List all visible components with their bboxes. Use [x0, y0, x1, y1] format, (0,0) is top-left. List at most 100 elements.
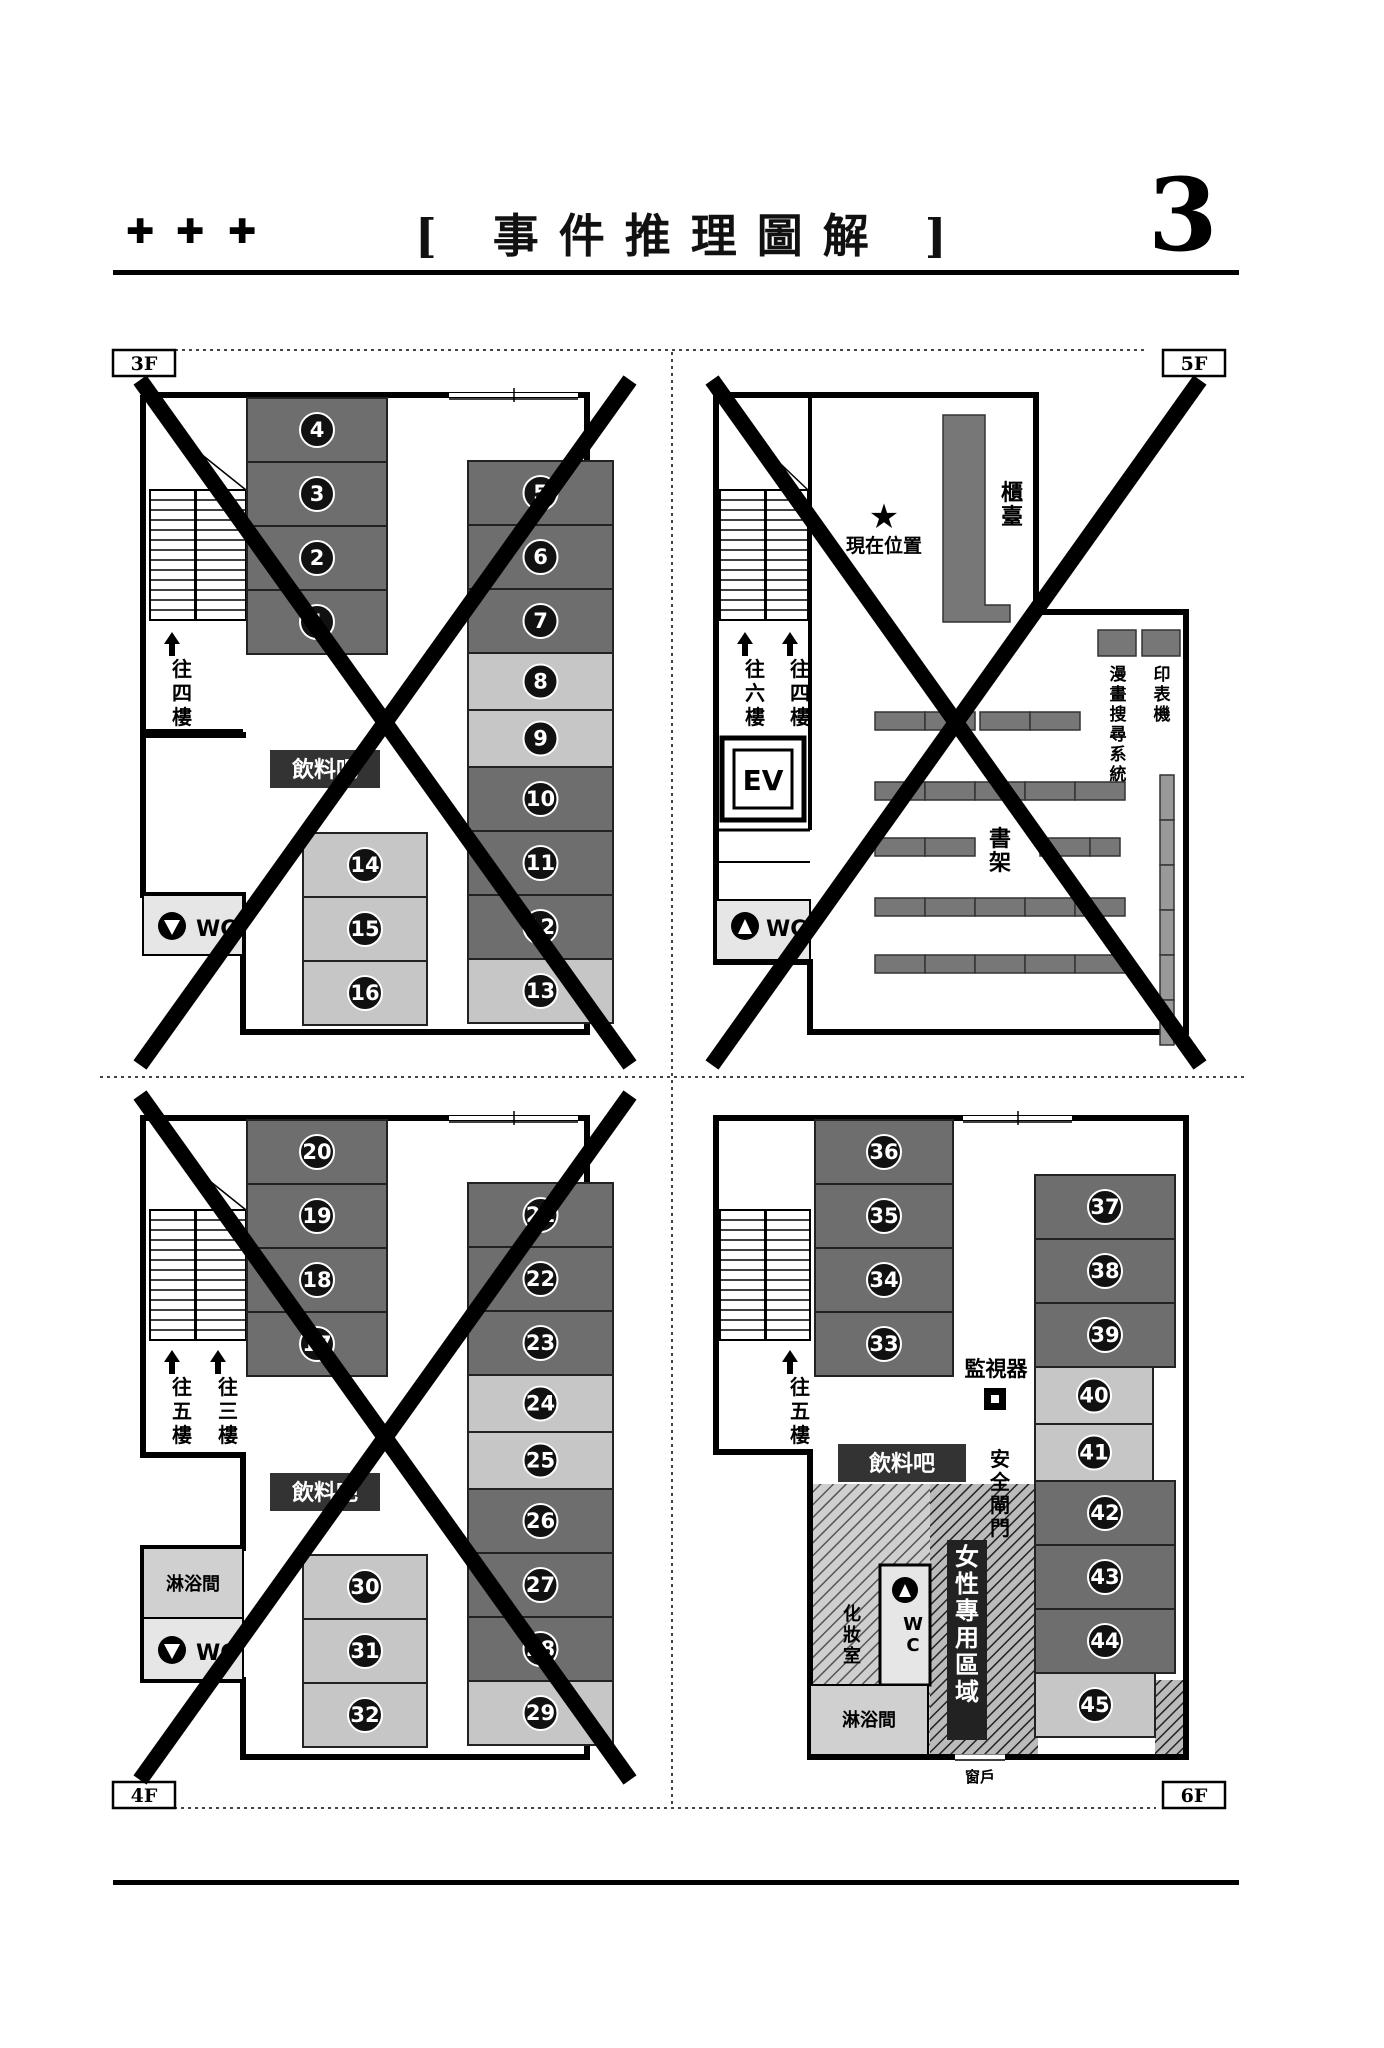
room-number-badge: [866, 1198, 902, 1234]
drink-bar-label: 飲料吧: [868, 1451, 935, 1477]
bookshelf-unit: [874, 711, 926, 731]
top-rule: [113, 270, 1239, 275]
room-number: 37: [1090, 1195, 1119, 1219]
room-number: 45: [1080, 1693, 1109, 1717]
room-number: 35: [869, 1204, 898, 1228]
cross-out-line: [133, 1090, 637, 1785]
room-number: 25: [526, 1449, 555, 1473]
room-unit: 14: [302, 832, 428, 898]
room-unit: 45: [1034, 1672, 1156, 1738]
room-number: 34: [869, 1268, 898, 1292]
room-number: 2: [310, 546, 325, 570]
room-unit: 31: [302, 1618, 428, 1684]
bookshelf-unit: [974, 954, 1026, 974]
bookshelf-unit: [924, 837, 976, 857]
up-arrow-icon: [782, 1350, 798, 1374]
room-unit: 26: [467, 1488, 614, 1554]
room-number-badge: [522, 1385, 559, 1422]
room-number: 22: [526, 1267, 555, 1291]
star-icon: ★: [869, 497, 899, 537]
room-number: 41: [1079, 1441, 1108, 1465]
room-number: 23: [526, 1331, 555, 1355]
room-number-badge: [1087, 1189, 1123, 1225]
room-number-badge: [522, 1567, 559, 1603]
room-number-badge: [299, 1262, 335, 1298]
room-number-badge: [347, 975, 383, 1011]
room-number: 10: [526, 787, 555, 811]
floor-5f-plan: 5F 往六樓 往四樓 EV 櫃臺 ★ 現在位置: [705, 348, 1227, 1070]
room-unit: 42: [1034, 1480, 1176, 1546]
floor-tag-box: [111, 348, 177, 378]
room-number-badge: [522, 539, 559, 575]
room-unit: 41: [1034, 1423, 1154, 1482]
bookshelf-unit: [1159, 819, 1175, 866]
room-unit: 8: [467, 652, 614, 711]
room-unit: 9: [467, 709, 614, 768]
bookshelf-unit: [1089, 837, 1121, 857]
room-number-badge: [299, 412, 335, 448]
room-unit: 32: [302, 1682, 428, 1748]
room-number: 19: [302, 1204, 331, 1228]
room-number-badge: [522, 603, 559, 639]
bookshelf-unit: [874, 837, 926, 857]
room-number-badge: [522, 663, 559, 700]
room-number: 43: [1090, 1565, 1119, 1589]
bookshelf-unit: [1159, 774, 1175, 821]
room-number: 31: [350, 1639, 379, 1663]
shower-label: 淋浴間: [842, 1709, 896, 1731]
room-number-badge: [299, 540, 335, 576]
room-unit: 25: [467, 1431, 614, 1490]
bottom-rule: [113, 1880, 1239, 1885]
floor-tag-box: [1161, 1780, 1227, 1810]
room-number-badge: [1087, 1317, 1123, 1353]
room-number-badge: [522, 845, 559, 881]
room-number: 42: [1090, 1501, 1119, 1525]
page-number: 3: [1148, 156, 1218, 274]
counter: [942, 414, 1011, 623]
bookshelf-unit: [1024, 897, 1076, 917]
cross-mark-icon: ✚: [126, 212, 155, 252]
printer-label: 印表機: [1154, 665, 1172, 725]
women-only-label: 女性專用區域: [955, 1543, 979, 1706]
room-number: 9: [533, 727, 548, 751]
cross-out-line: [705, 375, 1207, 1070]
room-unit: 34: [814, 1247, 954, 1313]
floor-tag-box: [111, 1780, 177, 1810]
up-arrow-icon: [737, 632, 798, 656]
printer: [1141, 629, 1181, 657]
bookshelf-unit: [1024, 954, 1076, 974]
room-number-badge: [522, 1503, 559, 1539]
floor-tag-label: 3F: [131, 353, 158, 375]
monitor-label: 監視器: [965, 1357, 1029, 1381]
bookshelf-unit: [874, 954, 926, 974]
room-number: 8: [533, 670, 548, 694]
bookshelf-label: 書架: [989, 826, 1011, 876]
room-unit: 39: [1034, 1302, 1176, 1368]
room-number-badge: [1087, 1623, 1123, 1659]
room-number-badge: [522, 720, 559, 757]
room-unit: 24: [467, 1374, 614, 1433]
up-arrow-icon: [164, 1350, 226, 1374]
floor-tag-label: 6F: [1181, 1785, 1208, 1807]
room-number-badge: [522, 1325, 559, 1361]
room-unit: 33: [814, 1311, 954, 1377]
manga-search-label: 漫畫搜尋系統: [1110, 664, 1128, 785]
room-number: 39: [1090, 1323, 1119, 1347]
bookshelf-unit: [924, 781, 976, 801]
room-number-badge: [299, 476, 335, 512]
room-number: 15: [350, 917, 379, 941]
cross-mark-icon: ✚: [176, 212, 205, 252]
counter-label: 櫃臺: [1001, 481, 1023, 530]
room-number-badge: [522, 1261, 559, 1297]
room-unit: 44: [1034, 1608, 1176, 1674]
floor-tag-label: 4F: [131, 1785, 158, 1807]
frame-guides: [100, 349, 1246, 1809]
room-unit: 10: [467, 766, 614, 832]
room-number: 3: [310, 482, 325, 506]
shower-room: [142, 1547, 244, 1619]
room-number: 13: [526, 979, 555, 1003]
powder-room-label: 化妝室: [843, 1603, 861, 1667]
